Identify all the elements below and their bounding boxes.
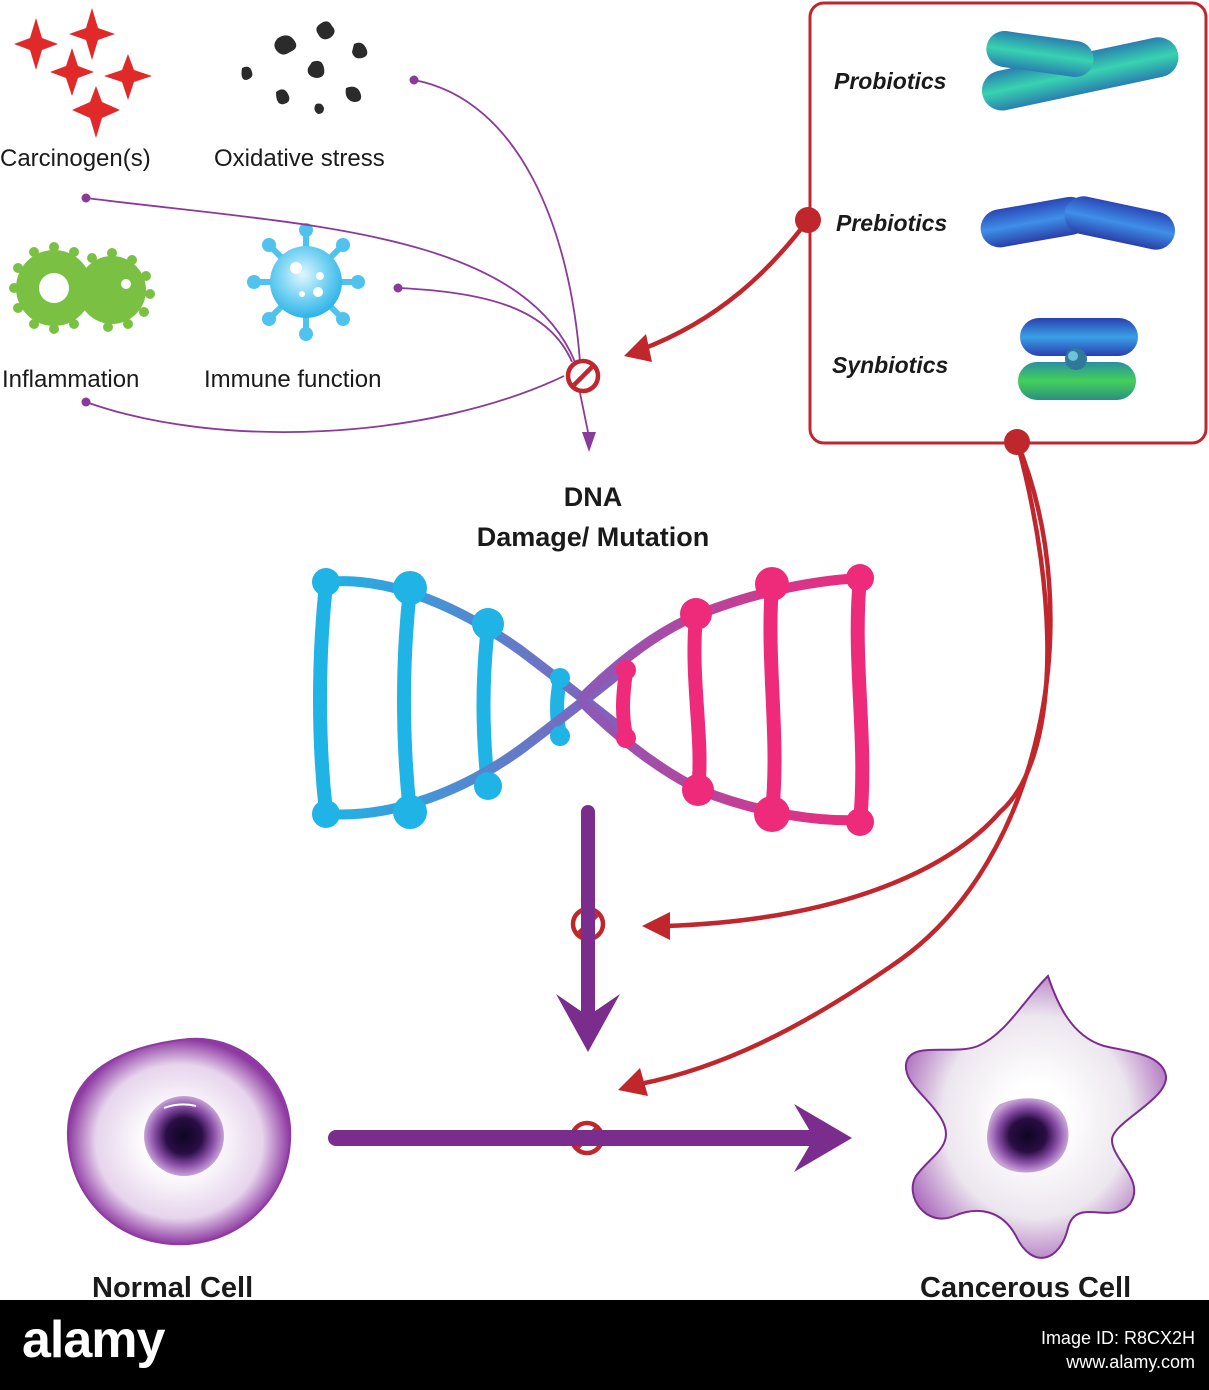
probiotics-icon bbox=[981, 30, 1179, 111]
connector-arrowhead bbox=[582, 432, 596, 452]
dna-subtitle: Damage/ Mutation bbox=[476, 522, 710, 552]
immune-function-icon bbox=[247, 223, 365, 341]
site-url: www.alamy.com bbox=[1066, 1352, 1195, 1372]
progression-arrow-right bbox=[328, 1104, 852, 1172]
inflammation-label: Inflammation bbox=[2, 366, 140, 393]
image-id: Image ID: R8CX2H bbox=[1040, 1328, 1195, 1348]
inhibition-icon bbox=[568, 361, 598, 391]
normal-cell-label: Normal Cell bbox=[92, 1272, 254, 1304]
dna-title: DNA bbox=[563, 482, 623, 512]
agent-arrowheads bbox=[618, 334, 670, 1096]
factor-connectors bbox=[85, 79, 589, 433]
footer-info: Image ID: R8CX2H www.alamy.com bbox=[1041, 1326, 1195, 1374]
oxidative-stress-label: Oxidative stress bbox=[214, 145, 385, 172]
normal-cell-icon bbox=[66, 1037, 292, 1246]
probiotics-label: Probiotics bbox=[834, 68, 947, 94]
cancerous-cell-label: Cancerous Cell bbox=[920, 1272, 1132, 1304]
dna-helix-icon bbox=[312, 564, 874, 836]
carcinogens-label: Carcinogen(s) bbox=[0, 145, 151, 172]
synbiotics-label: Synbiotics bbox=[832, 352, 949, 378]
inflammation-icon bbox=[9, 242, 155, 334]
synbiotics-icon bbox=[1018, 318, 1138, 400]
oxidative-stress-icon bbox=[241, 21, 368, 114]
agent-connector-dots bbox=[795, 207, 1030, 455]
connector-dots bbox=[81, 75, 419, 407]
prebiotics-icon bbox=[980, 196, 1175, 250]
immune-function-label: Immune function bbox=[204, 366, 382, 393]
cancerous-cell-icon bbox=[904, 974, 1168, 1259]
carcinogens-icon bbox=[14, 8, 152, 138]
brand-logo: alamy bbox=[22, 1311, 165, 1369]
progression-arrow-down bbox=[556, 805, 620, 1052]
watermark-footer: alamy Image ID: R8CX2H www.alamy.com bbox=[0, 1300, 1209, 1390]
agent-connectors bbox=[637, 217, 1053, 1087]
prebiotics-label: Prebiotics bbox=[836, 210, 948, 236]
diagram-canvas bbox=[9, 1, 1208, 1259]
